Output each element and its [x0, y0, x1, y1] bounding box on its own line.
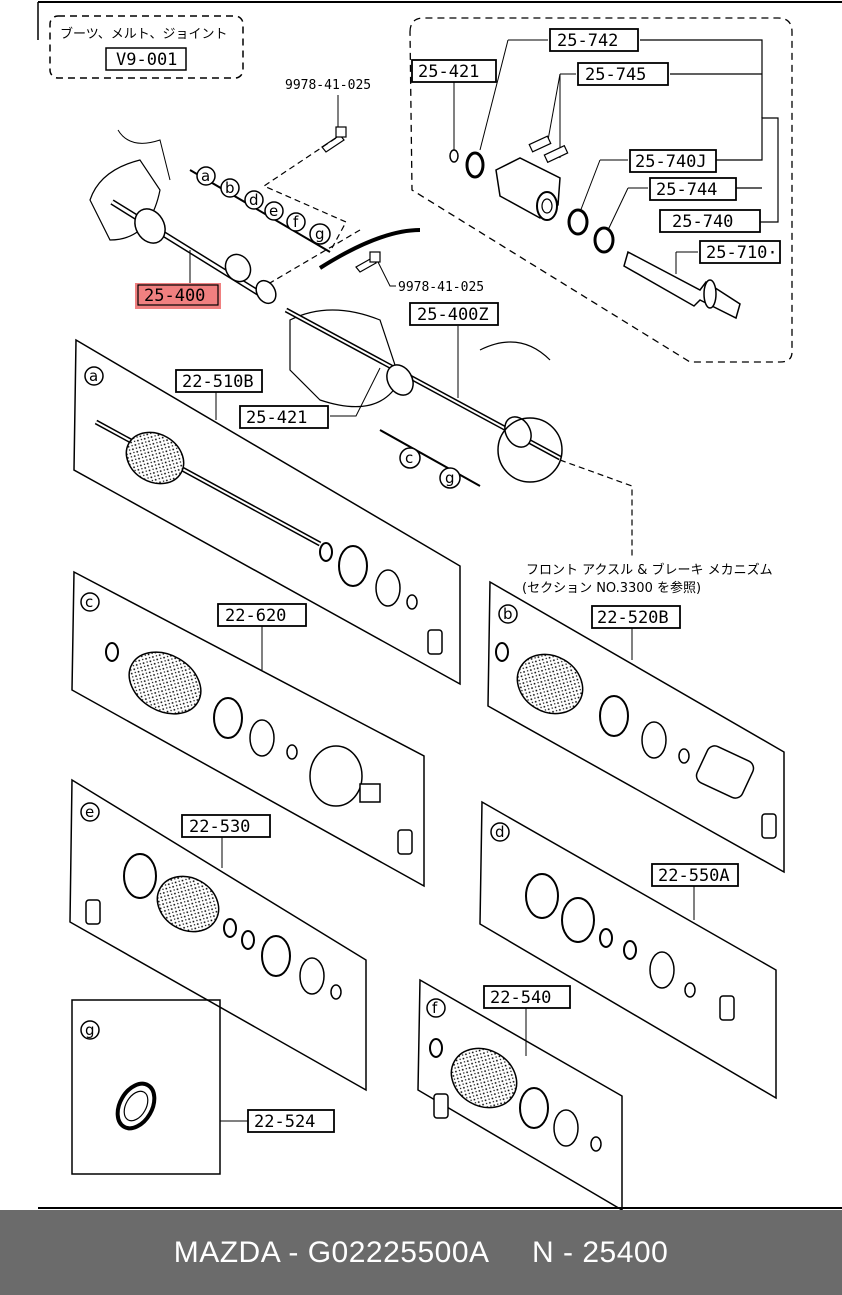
callout-a: a [196, 166, 216, 186]
svg-text:22-520B: 22-520B [597, 608, 669, 628]
panel-f: f 22-540 [417, 978, 623, 1210]
label-25-744: 25-744 [649, 177, 737, 201]
label-25-400-highlighted[interactable]: 25-400 [135, 283, 221, 309]
label-25-742: 25-742 [549, 28, 639, 52]
footer-bar: MAZDA - G02225500A N - 25400 [0, 1210, 842, 1295]
panel-c: c 22-620 [71, 570, 425, 888]
svg-text:25-421: 25-421 [246, 408, 307, 428]
svg-text:22-620: 22-620 [225, 606, 286, 626]
hub-shaft-icon [623, 250, 741, 320]
svg-text:c: c [85, 593, 93, 611]
callout-e: e [264, 201, 284, 221]
parts-diagram: ブーツ、メルト、ジョイント V9-001 9978-41-025 9978-41… [37, 1, 842, 1210]
label-25-740J: 25-740J [629, 149, 717, 173]
svg-text:25-400: 25-400 [144, 286, 205, 306]
svg-text:g: g [315, 225, 325, 243]
knuckle-icon [495, 157, 561, 221]
category-code: V9-001 [116, 50, 177, 70]
bolt-label-2: 9978-41-025 [398, 280, 484, 295]
panel-a: a 22-510B [73, 338, 461, 686]
svg-text:25-742: 25-742 [557, 31, 618, 51]
footer-part-info: MAZDA - G02225500A N - 25400 [173, 1235, 669, 1269]
svg-text:25-421: 25-421 [418, 62, 479, 82]
label-25-745: 25-745 [577, 62, 669, 86]
panel-d: d 22-550A [479, 800, 777, 1100]
svg-text:25-740J: 25-740J [635, 152, 707, 172]
svg-text:22-550A: 22-550A [658, 866, 730, 886]
svg-text:c: c [405, 449, 413, 467]
svg-text:f: f [293, 213, 299, 231]
category-box: ブーツ、メルト、ジョイント V9-001 [49, 15, 244, 79]
panel-b: b 22-520B [487, 580, 785, 874]
hub-detail-frame [409, 17, 793, 363]
right-drive-shaft-icon [284, 307, 563, 483]
dust-seal-icon [465, 151, 485, 179]
label-25-740: 25-740 [659, 209, 761, 233]
svg-text:d: d [249, 191, 259, 209]
category-title: ブーツ、メルト、ジョイント [60, 26, 227, 42]
svg-text:g: g [445, 469, 455, 487]
callout-f: f [286, 212, 306, 232]
left-drive-shaft-icon [110, 199, 277, 305]
label-25-421-top: 25-421 [411, 59, 497, 83]
panel-e: e 22-530 [69, 778, 367, 1092]
svg-text:a: a [201, 167, 210, 185]
callout-d: d [244, 190, 264, 210]
seal-icon [567, 208, 589, 236]
svg-text:e: e [269, 202, 278, 220]
svg-text:25-745: 25-745 [585, 65, 646, 85]
bolt-icon [355, 251, 381, 273]
svg-text:25-400Z: 25-400Z [417, 305, 489, 325]
svg-text:22-530: 22-530 [189, 817, 250, 837]
svg-text:25-744: 25-744 [656, 180, 717, 200]
svg-text:25-710·: 25-710· [706, 243, 778, 263]
callout-g: g [309, 223, 331, 245]
callout-g-2: g [439, 467, 461, 489]
bolt-label-1: 9978-41-025 [285, 78, 371, 93]
label-25-400Z: 25-400Z [409, 302, 499, 326]
circlip-icon [449, 149, 459, 163]
label-25-710: 25-710· [699, 240, 781, 264]
svg-text:b: b [225, 179, 235, 197]
note-line-1: フロント アクスル & ブレーキ メカニズム [526, 562, 773, 578]
svg-text:f: f [432, 999, 438, 1017]
svg-text:b: b [503, 605, 513, 623]
bolt-icon [528, 135, 569, 164]
svg-text:e: e [85, 803, 94, 821]
panel-g: g 22-524 [71, 999, 335, 1175]
bearing-icon [593, 226, 615, 254]
svg-text:25-740: 25-740 [672, 212, 733, 232]
label-25-421-mid: 25-421 [239, 405, 329, 429]
svg-text:22-540: 22-540 [490, 988, 551, 1008]
svg-text:22-524: 22-524 [254, 1112, 315, 1132]
svg-text:22-510B: 22-510B [182, 372, 254, 392]
svg-text:a: a [89, 367, 98, 385]
svg-text:d: d [495, 823, 505, 841]
note-line-2: (セクション NO.3300 を参照) [522, 580, 701, 596]
callout-b: b [220, 178, 240, 198]
svg-text:g: g [85, 1021, 95, 1039]
callout-c: c [399, 447, 421, 469]
